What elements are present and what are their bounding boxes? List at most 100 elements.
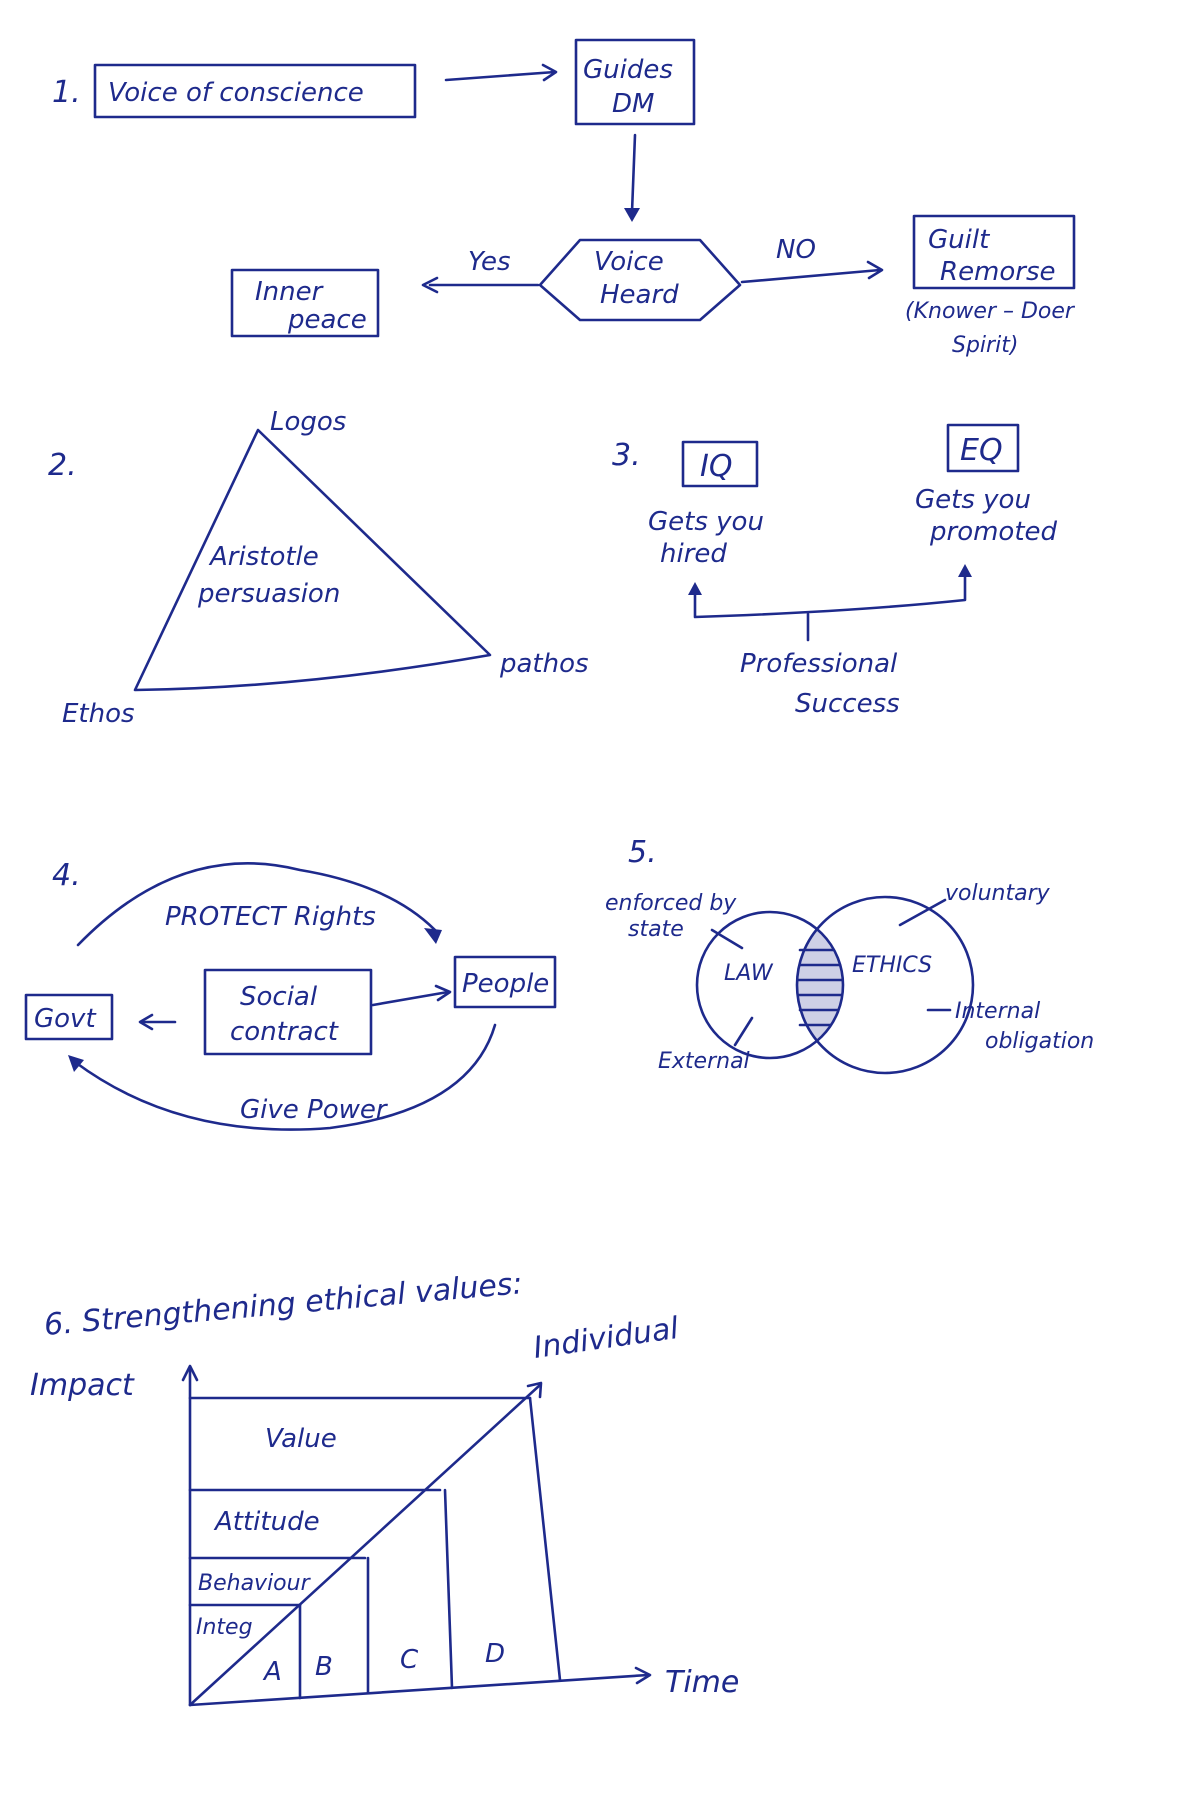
section-2-number: 2. — [48, 448, 77, 483]
voluntary-label: voluntary — [945, 881, 1051, 906]
pathos-label: pathos — [499, 649, 589, 679]
contract-to-people-arrow — [371, 990, 450, 1007]
give-power-arc — [73, 1023, 497, 1131]
column-d-edge — [528, 1396, 562, 1682]
voice-heard-line1: Voice — [594, 247, 664, 277]
no-label: NO — [776, 235, 816, 265]
protect-rights-arc — [76, 862, 437, 947]
persuasion-triangle — [133, 428, 492, 692]
voice-to-guides-arrowhead — [541, 63, 558, 82]
ethos-label: Ethos — [62, 699, 135, 729]
column-c-d-divider — [443, 1488, 454, 1690]
iq-arrowhead — [688, 582, 702, 595]
eq-promoted: promoted — [929, 517, 1058, 547]
band-integrity: Integ — [196, 1615, 253, 1640]
individual-label: Individual — [531, 1311, 681, 1366]
guides-dm-box — [574, 38, 696, 126]
guilt-label: Guilt — [928, 225, 990, 255]
people-box — [453, 955, 557, 1009]
social-contract-box — [203, 968, 373, 1056]
inner-label: Inner — [255, 277, 325, 307]
section-4-number: 4. — [52, 858, 81, 893]
iq-hired: hired — [660, 539, 727, 569]
state-label: state — [628, 917, 684, 942]
individual-arrowhead — [526, 1381, 543, 1399]
yes-label: Yes — [468, 247, 511, 277]
external-leader — [733, 1016, 754, 1047]
enforced-by-label: enforced by — [605, 891, 737, 916]
section-5-law-ethics: 5. LAW ETHICS enforced by state External… — [605, 835, 1094, 1075]
section-3-iq-eq: 3. IQ EQ Gets you hired Gets you promote… — [612, 423, 1058, 719]
aristotle-label: Aristotle — [208, 542, 319, 572]
no-arrowhead — [866, 260, 884, 280]
column-c: C — [400, 1645, 419, 1675]
section-6-chart: 6. Strengthening ethical values: Impact … — [30, 1266, 739, 1707]
iq-label: IQ — [700, 449, 732, 484]
impact-axis-arrowhead — [181, 1364, 199, 1382]
column-d: D — [485, 1639, 505, 1669]
law-circle — [695, 910, 845, 1060]
voice-heard-decision — [538, 238, 742, 322]
section-2-triangle: 2. Logos pathos Ethos Aristotle persuasi… — [48, 407, 589, 729]
contract-to-people-arrowhead — [434, 984, 452, 1002]
remorse-label: Remorse — [940, 257, 1056, 287]
guides-to-voice-heard-arrow — [630, 133, 637, 214]
ethics-label: ETHICS — [852, 953, 932, 978]
voice-of-conscience-box — [93, 63, 417, 119]
eq-arrowhead — [958, 564, 972, 577]
voice-of-conscience-label: Voice of conscience — [108, 78, 364, 108]
guilt-remorse-box — [912, 214, 1076, 290]
external-label: External — [658, 1049, 750, 1074]
govt-label: Govt — [34, 1004, 96, 1034]
iq-gets-you: Gets you — [648, 507, 764, 537]
protect-rights-arrowhead — [424, 928, 442, 944]
eq-label: EQ — [960, 433, 1003, 468]
section-3-number: 3. — [612, 438, 641, 473]
ethics-circle — [795, 895, 975, 1075]
eq-box — [946, 423, 1020, 473]
section-4-social-contract: 4. PROTECT Rights Govt Social contract P… — [24, 858, 557, 1131]
section-1-flowchart: 1. Voice of conscience Guides DM Voice H… — [52, 38, 1076, 358]
individual-diagonal — [188, 1383, 542, 1707]
band-value: Value — [265, 1424, 337, 1454]
no-arrow — [740, 268, 882, 284]
law-label: LAW — [724, 961, 774, 986]
people-label: People — [462, 969, 549, 999]
protect-rights-label: PROTECT Rights — [165, 902, 376, 932]
time-axis-label: Time — [665, 1665, 739, 1700]
voluntary-leader — [898, 898, 947, 927]
impact-axis-label: Impact — [30, 1368, 135, 1403]
social-label: Social — [240, 982, 318, 1012]
internal-label: Internal — [955, 999, 1040, 1024]
success-bracket — [693, 570, 967, 619]
obligation-label: obligation — [985, 1029, 1094, 1054]
spirit-note: Spirit) — [952, 333, 1018, 358]
column-b: B — [315, 1652, 333, 1682]
band-behaviour: Behaviour — [198, 1571, 312, 1596]
dm-label: DM — [612, 89, 654, 119]
section-1-number: 1. — [52, 75, 81, 110]
persuasion-label: persuasion — [197, 579, 340, 609]
contract-label: contract — [230, 1017, 339, 1047]
give-power-arrowhead — [68, 1055, 84, 1072]
peace-label: peace — [287, 305, 367, 335]
inner-peace-box — [230, 268, 380, 338]
logos-label: Logos — [270, 407, 346, 437]
voice-to-guides-arrow — [444, 70, 557, 82]
section-6-title: 6. Strengthening ethical values: — [43, 1266, 524, 1343]
eq-gets-you: Gets you — [915, 485, 1031, 515]
iq-box — [681, 440, 759, 488]
guides-label: Guides — [583, 55, 673, 85]
govt-box — [24, 993, 114, 1041]
voice-heard-line2: Heard — [600, 280, 679, 310]
professional-label: Professional — [740, 649, 898, 679]
yes-arrowhead — [421, 276, 439, 294]
column-a: A — [262, 1657, 282, 1687]
contract-to-govt-arrowhead — [138, 1013, 154, 1031]
time-axis-arrowhead — [634, 1666, 652, 1685]
band-attitude: Attitude — [213, 1507, 320, 1537]
time-axis — [188, 1673, 650, 1707]
knower-doer-note: (Knower – Doer — [905, 299, 1076, 324]
